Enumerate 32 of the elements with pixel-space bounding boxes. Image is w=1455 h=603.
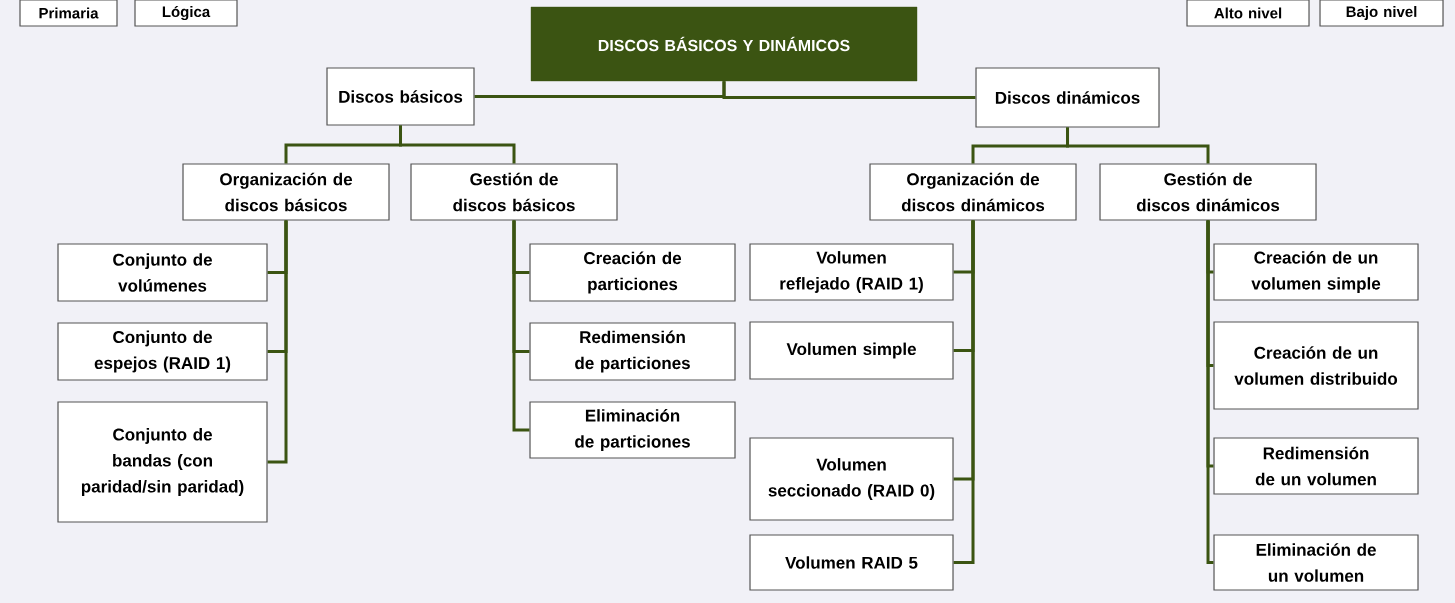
concept-box: Eliminación de un volumen (1213, 534, 1419, 591)
concept-box: Creación de particiones (529, 243, 736, 302)
concept-box: Creación de un volumen distribuido (1213, 321, 1419, 410)
concept-box: Volumen simple (749, 321, 954, 380)
concept-box: Conjunto de volúmenes (57, 243, 268, 302)
concept-box: Conjunto de espejos (RAID 1) (57, 322, 268, 381)
connector-line (953, 220, 975, 564)
concept-box: Volumen reflejado (RAID 1) (749, 243, 954, 301)
title-box: DISCOS BÁSICOS Y DINÁMICOS (530, 6, 918, 82)
concept-box: Organización de discos dinámicos (869, 163, 1077, 221)
concept-box: Bajo nivel (1319, 0, 1444, 27)
concept-box: Eliminación de particiones (529, 401, 736, 459)
concept-box: Gestión de discos dinámicos (1099, 163, 1317, 221)
concept-box: Redimensión de un volumen (1213, 437, 1419, 495)
concept-box: Gestión de discos básicos (410, 163, 618, 221)
concept-box: Conjunto de bandas (con paridad/sin paridad) (57, 401, 268, 523)
connector-line (722, 81, 976, 99)
concept-box: Primaria (19, 0, 118, 27)
concept-box: Organización de discos básicos (182, 163, 390, 221)
connector-line (1206, 220, 1214, 564)
concept-box: Creación de un volumen simple (1213, 243, 1419, 301)
connector-line (399, 125, 516, 164)
concept-box: Alto nivel (1186, 0, 1310, 27)
concept-box: Lógica (134, 0, 238, 27)
concept-box: Discos dinámicos (975, 67, 1160, 128)
connector-line (1066, 127, 1210, 164)
concept-box: Discos básicos (326, 67, 475, 126)
concept-box: Volumen RAID 5 (749, 534, 954, 591)
connector-line (512, 220, 530, 432)
concept-box: Redimensión de particiones (529, 322, 736, 381)
concept-box: Volumen seccionado (RAID 0) (749, 437, 954, 521)
connector-line (267, 220, 288, 464)
